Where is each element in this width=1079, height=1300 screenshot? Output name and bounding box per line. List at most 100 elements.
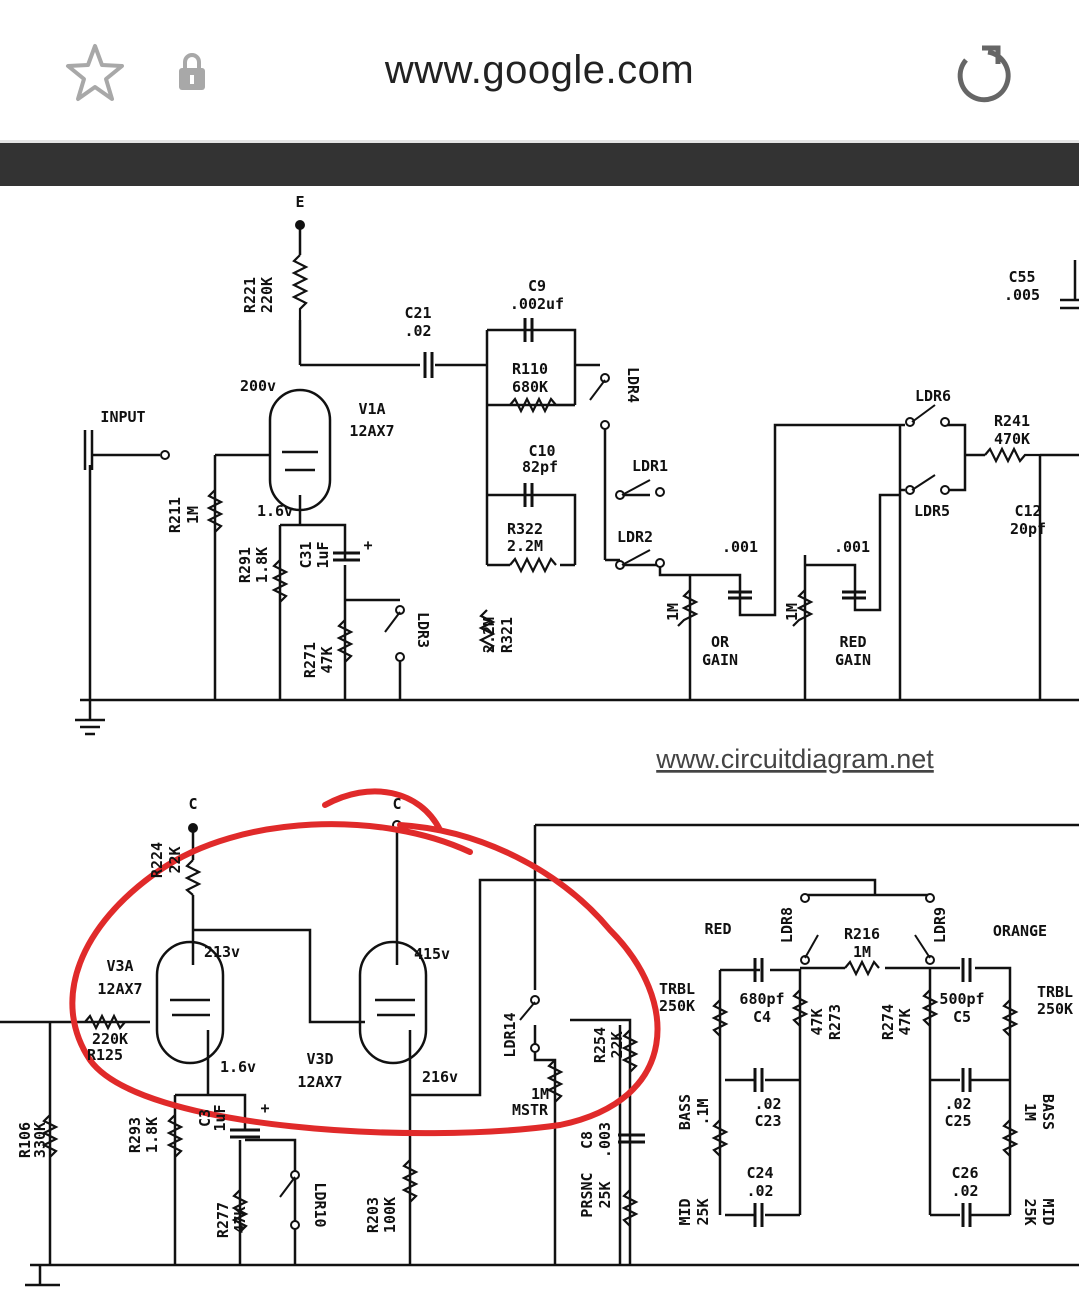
schematic-label: C10 [528, 442, 555, 460]
schematic-label: 82pf [522, 458, 558, 476]
schematic-label: R273 [826, 1004, 844, 1040]
schematic-label: .02 [404, 322, 431, 340]
schematic-label: R291 [236, 547, 254, 583]
address-bar-url[interactable]: www.google.com [384, 48, 695, 92]
schematic-label: R277 [214, 1202, 232, 1238]
schematic-label: LDR1 [632, 457, 668, 475]
schematic-label: R321 [498, 617, 516, 653]
schematic-label: LDR14 [501, 1012, 519, 1057]
resistors [41, 254, 1040, 1233]
schematic-label: .001 [722, 538, 758, 556]
schematic-label: .001 [834, 538, 870, 556]
schematic-label: LDR3 [414, 612, 432, 648]
schematic-label: .003 [596, 1122, 614, 1158]
schematic-label: INPUT [100, 408, 145, 426]
schematic-label: C31 [297, 541, 315, 568]
schematic-label: R274 [879, 1004, 897, 1040]
schematic-label: C4 [753, 1008, 771, 1026]
schematic-label: R271 [301, 642, 319, 678]
schematic-label: BASS [1039, 1094, 1057, 1130]
schematic-label: 25K [1021, 1198, 1039, 1225]
schematic-label: R293 [126, 1117, 144, 1153]
schematic-label: 1.8K [253, 547, 271, 583]
schematic-label: 22K [166, 846, 184, 873]
schematic-label: 1M [184, 506, 202, 524]
schematic-label: LDR6 [915, 387, 951, 405]
schematic-label: GAIN [835, 651, 871, 669]
schematic-label: E [295, 193, 304, 211]
schematic-label: RED [704, 920, 731, 938]
schematic-label: MID [676, 1198, 694, 1225]
schematic-label: R110 [512, 360, 548, 378]
schematic-label: PRSNC [578, 1172, 596, 1217]
schematic-label: ORANGE [993, 922, 1047, 940]
vacuum-tubes [83, 388, 428, 1065]
schematic-label: 47K [808, 1008, 826, 1035]
schematic-label: 2.2M [480, 617, 498, 653]
schematic-label: 1.6v [220, 1058, 256, 1076]
schematic-wires [0, 225, 1079, 1287]
schematic-label: LDR2 [617, 528, 653, 546]
schematic-label: V3D [306, 1050, 333, 1068]
reload-icon[interactable] [952, 44, 1014, 111]
schematic-label: .005 [1004, 286, 1040, 304]
ldr-switches [160, 220, 950, 1230]
schematic-label: 216v [422, 1068, 458, 1086]
schematic-label: C5 [953, 1008, 971, 1026]
schematic-label: .1M [694, 1098, 712, 1125]
schematic-label: C8 [578, 1131, 596, 1149]
schematic-label: C26 [951, 1164, 978, 1182]
schematic-label: 1M [531, 1085, 549, 1103]
schematic-label: 12AX7 [297, 1073, 342, 1091]
schematic-label: 1M [783, 603, 801, 621]
schematic-label: 680pf [739, 990, 784, 1008]
schematic-label: .002uf [510, 295, 564, 313]
schematic-label: 22K [608, 1031, 626, 1058]
schematic-label: 1.8K [143, 1117, 161, 1153]
schematic-label: 500pf [939, 990, 984, 1008]
bookmark-star-icon[interactable] [64, 42, 126, 109]
schematic-label: 1.6v [257, 502, 293, 520]
schematic-label: + [260, 1099, 269, 1117]
schematic-label: 250K [1037, 1000, 1073, 1018]
capacitors [230, 318, 972, 1227]
schematic-label: C9 [528, 277, 546, 295]
schematic-label: 1uF [314, 541, 332, 568]
schematic-label: 12AX7 [97, 980, 142, 998]
schematic-label: C25 [944, 1112, 971, 1130]
schematic-label: .02 [754, 1095, 781, 1113]
schematic-label: R322 [507, 520, 543, 538]
schematic-label: C [188, 795, 197, 813]
schematic-label: .02 [746, 1182, 773, 1200]
schematic-label: LDR4 [624, 367, 642, 403]
schematic-label: LDR10 [311, 1182, 329, 1227]
schematic-label: 1uF [211, 1104, 229, 1131]
lock-icon[interactable] [176, 52, 208, 97]
schematic-label: R203 [364, 1197, 382, 1233]
schematic-label: R106 [16, 1122, 34, 1158]
schematic-label: MSTR [512, 1101, 549, 1119]
schematic-label: R224 [148, 842, 166, 878]
schematic-label: C24 [746, 1164, 773, 1182]
schematic-label: 680K [512, 378, 548, 396]
schematic-label: 47K [231, 1206, 249, 1233]
schematic-label: C3 [196, 1109, 214, 1127]
schematic-label: RED [839, 633, 866, 651]
browser-toolbar: www.google.com [0, 0, 1079, 143]
schematic-label: 213v [204, 943, 240, 961]
schematic-label: C21 [404, 304, 431, 322]
schematic-label: 220K [92, 1030, 128, 1048]
schematic-label: 1M [664, 603, 682, 621]
schematic-label: 25K [694, 1198, 712, 1225]
schematic-label: GAIN [702, 651, 738, 669]
watermark-link[interactable]: www.circuitdiagram.net [655, 744, 934, 774]
schematic-label: 1M [853, 943, 871, 961]
schematic-label: 2.2M [507, 537, 543, 555]
schematic-label: 12AX7 [349, 422, 394, 440]
schematic-label: C55 [1008, 268, 1035, 286]
schematic-label: OR [711, 633, 730, 651]
schematic-label: 470K [994, 430, 1030, 448]
schematic-label: LDR8 [778, 907, 796, 943]
